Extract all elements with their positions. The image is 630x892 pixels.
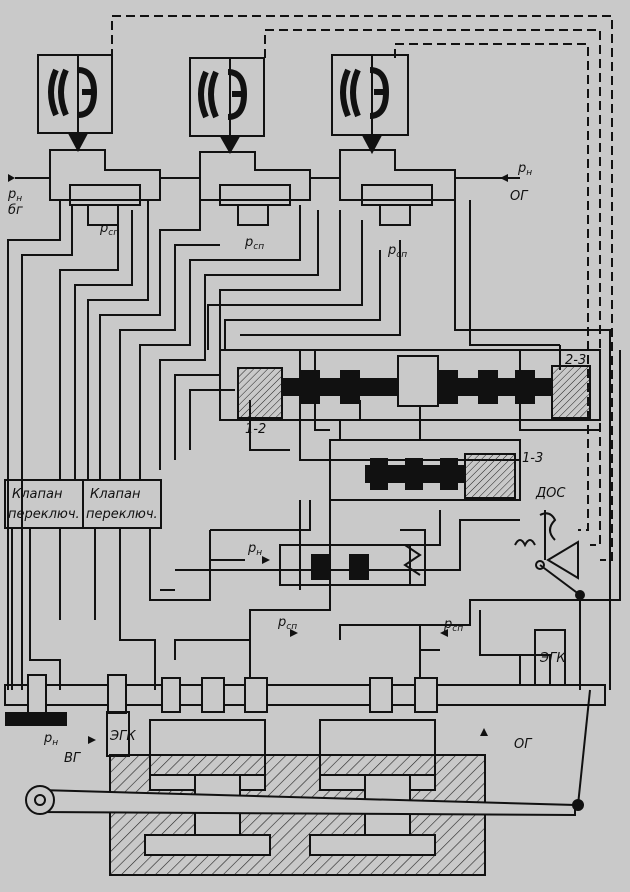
label-p-n-bottom: pн	[43, 731, 58, 748]
dashed-signal-lines	[111, 15, 613, 561]
servo-lever	[25, 689, 591, 817]
arrow-p-sp-left	[290, 629, 298, 637]
hydraulic-lines	[4, 200, 621, 690]
arrow-p-n-left	[8, 174, 15, 182]
label-p-n-og: pн	[517, 161, 532, 178]
arrow-p-sp-right	[440, 629, 448, 637]
arrow-p-n-mid	[262, 556, 270, 564]
valve-1-label-line2: переключ.	[8, 507, 80, 522]
label-p-sp-bottom-left: pсп	[277, 615, 297, 632]
servo-cylinder-block	[109, 719, 486, 876]
solid-base-left	[5, 712, 67, 726]
solenoid-valve-left	[37, 54, 113, 153]
label-og-bottom: ОГ	[514, 737, 533, 752]
pressure-regulator	[279, 529, 426, 586]
label-p-n-bg: pн	[7, 187, 22, 204]
label-2-3: 2-3	[565, 353, 586, 368]
label-egk-right: ЭГК	[539, 651, 566, 666]
arrow-p-n-right	[500, 174, 508, 182]
shift-valve-1-3	[329, 439, 521, 501]
label-p-sp-2: pсп	[244, 235, 264, 252]
solenoid-valve-middle	[189, 57, 265, 155]
label-dos: ДОС	[535, 486, 566, 501]
label-og-top: ОГ	[510, 189, 529, 204]
label-1-2: 1-2	[245, 422, 266, 437]
pilot-valve-bodies	[15, 149, 520, 226]
label-egk-left: ЭГК	[109, 729, 136, 744]
label-vg-bottom: ВГ	[64, 751, 82, 766]
label-1-3: 1-3	[522, 451, 543, 466]
dos-sensor	[514, 510, 585, 690]
valve-2-label-line1: Клапан	[90, 487, 141, 502]
distribution-valve	[4, 654, 606, 714]
solenoid-valve-right	[331, 54, 409, 155]
label-p-n-mid: pн	[247, 541, 262, 558]
label-bg-top: бг	[8, 203, 23, 218]
label-p-sp-bottom-right: pсп	[443, 617, 463, 634]
label-p-sp-1: pсп	[99, 221, 119, 238]
arrow-p-n-bottom	[88, 736, 96, 744]
valve-2-label-line2: переключ.	[86, 507, 158, 522]
label-p-sp-3: pсп	[387, 243, 407, 260]
arrow-og-bottom	[480, 728, 488, 736]
shift-valve-1-2-2-3	[219, 349, 601, 421]
valve-1-label-line1: Клапан	[12, 487, 63, 502]
